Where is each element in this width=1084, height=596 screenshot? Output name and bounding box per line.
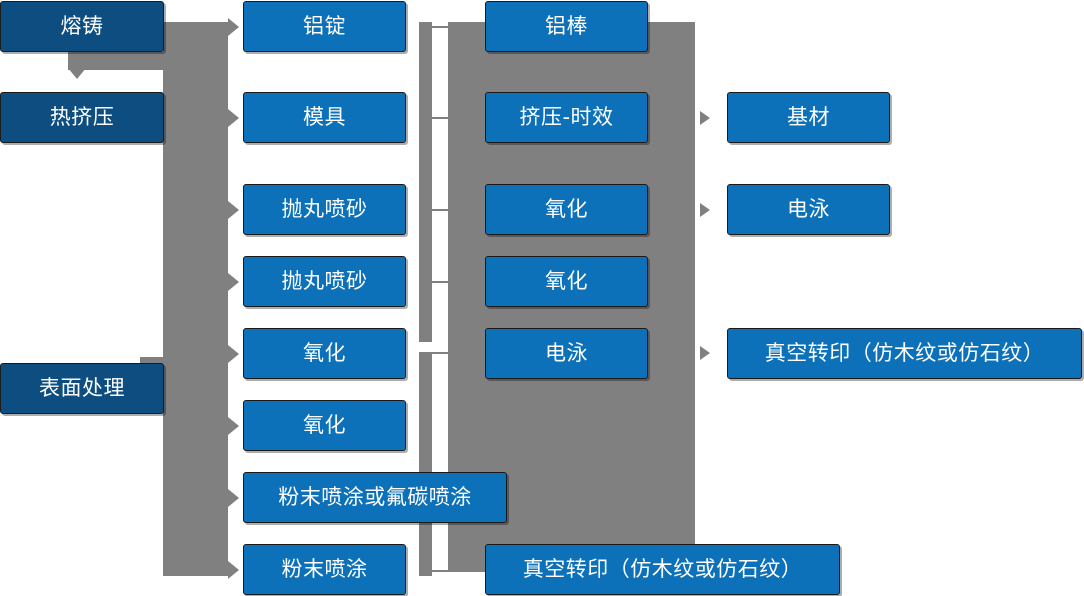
process-label-4: 抛丸喷砂 <box>281 269 368 293</box>
output-box-1[interactable]: 基材 <box>727 92 890 143</box>
connector-arrow-out-2 <box>700 203 710 217</box>
connector-arrow-proc-7 <box>228 489 239 507</box>
connector-tick-3 <box>432 209 450 211</box>
connector-spine-a <box>419 22 432 342</box>
connector-arrow-proc-4 <box>228 273 239 291</box>
treatment-label-4: 氧化 <box>545 269 588 293</box>
connector-tick-4 <box>432 281 450 283</box>
process-box-7[interactable]: 粉末喷涂或氟碳喷涂 <box>243 472 507 523</box>
process-box-6[interactable]: 氧化 <box>243 400 406 451</box>
connector-arrow-out-1 <box>700 111 710 125</box>
connector-arrow-proc-5 <box>228 345 239 363</box>
connector-arrow-proc-8 <box>228 561 239 579</box>
connector-tick-2 <box>432 117 450 119</box>
treatment-label-1: 铝棒 <box>545 14 588 38</box>
process-box-1[interactable]: 铝锭 <box>243 1 406 52</box>
stage-box-1[interactable]: 熔铸 <box>0 1 164 52</box>
treatment-box-2[interactable]: 挤压-时效 <box>485 92 648 143</box>
process-label-2: 模具 <box>303 105 346 129</box>
process-label-5: 氧化 <box>303 341 346 365</box>
process-box-4[interactable]: 抛丸喷砂 <box>243 256 406 307</box>
connector-stub-stage3 <box>163 388 189 390</box>
process-box-5[interactable]: 氧化 <box>243 328 406 379</box>
stage-label-2: 热挤压 <box>49 105 115 129</box>
process-box-8[interactable]: 粉末喷涂 <box>243 544 406 595</box>
output-box-2[interactable]: 电泳 <box>727 184 890 235</box>
connector-tick-5 <box>432 352 450 354</box>
output-box-3[interactable]: 真空转印（仿木纹或仿石纹） <box>727 328 1082 379</box>
stage-box-3[interactable]: 表面处理 <box>0 363 164 414</box>
treatment-label-6: 真空转印（仿木纹或仿石纹） <box>522 557 803 581</box>
treatment-box-4[interactable]: 氧化 <box>485 256 648 307</box>
connector-arrow-down-stage1 <box>68 68 86 79</box>
process-label-3: 抛丸喷砂 <box>281 197 368 221</box>
connector-arrow-proc-3 <box>228 201 239 219</box>
stage-label-3: 表面处理 <box>39 376 125 400</box>
connector-stub-stage1 <box>68 52 168 70</box>
treatment-box-5[interactable]: 电泳 <box>485 328 648 379</box>
connector-tick-6 <box>432 570 450 572</box>
treatment-label-2: 挤压-时效 <box>519 105 614 129</box>
connector-arrow-out-3 <box>700 346 710 360</box>
connector-spine-b <box>419 352 432 576</box>
treatment-label-3: 氧化 <box>545 197 588 221</box>
treatment-box-6[interactable]: 真空转印（仿木纹或仿石纹） <box>485 544 840 595</box>
output-label-1: 基材 <box>787 105 830 129</box>
process-label-8: 粉末喷涂 <box>281 557 368 581</box>
process-label-1: 铝锭 <box>303 14 346 38</box>
process-box-3[interactable]: 抛丸喷砂 <box>243 184 406 235</box>
treatment-label-5: 电泳 <box>545 341 588 365</box>
stage-box-2[interactable]: 热挤压 <box>0 92 164 143</box>
output-label-3: 真空转印（仿木纹或仿石纹） <box>764 341 1045 365</box>
connector-trunk-left <box>163 22 228 576</box>
treatment-box-3[interactable]: 氧化 <box>485 184 648 235</box>
connector-arrow-proc-6 <box>228 417 239 435</box>
process-label-6: 氧化 <box>303 413 346 437</box>
treatment-box-1[interactable]: 铝棒 <box>485 1 648 52</box>
process-label-7: 粉末喷涂或氟碳喷涂 <box>278 485 472 509</box>
connector-tick-1 <box>432 26 450 28</box>
stage-label-1: 熔铸 <box>60 14 104 38</box>
connector-arrow-proc-2 <box>228 109 239 127</box>
output-label-2: 电泳 <box>787 197 830 221</box>
process-box-2[interactable]: 模具 <box>243 92 406 143</box>
connector-arrow-proc-1 <box>228 18 239 36</box>
